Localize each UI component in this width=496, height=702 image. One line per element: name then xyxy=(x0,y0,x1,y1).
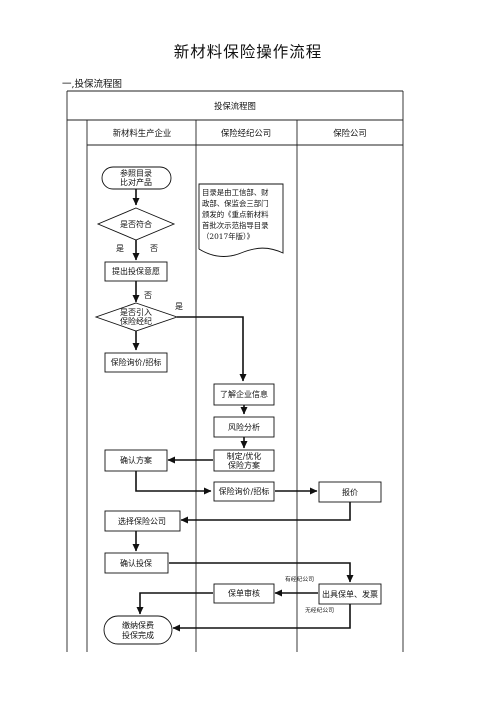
decision-broker: 是否引入 保险经纪 xyxy=(94,302,179,332)
end-node-line1: 缴纳保费 xyxy=(122,620,154,630)
confirm-plan-label: 确认方案 xyxy=(120,455,152,465)
arrow-issue-to-pay-direct xyxy=(172,604,351,632)
risk-analysis-label: 风险分析 xyxy=(228,422,260,432)
label-yes-2: 是 xyxy=(175,302,183,311)
arrow-quote-to-choose xyxy=(180,502,351,524)
label-yes-1: 是 xyxy=(116,244,124,253)
lane-header-broker: 保险经纪公司 xyxy=(221,128,271,138)
submit-intent-node: 提出投保意愿 xyxy=(104,261,168,282)
start-node-line2: 比对产品 xyxy=(120,177,152,187)
table-title: 投保流程图 xyxy=(214,101,256,111)
arrow-review-to-pay xyxy=(136,592,213,615)
end-node-line2: 投保完成 xyxy=(122,630,154,640)
note-line1: 目录是由工信部、财 xyxy=(202,188,269,197)
note-line4: 首批次示范指导目录 xyxy=(202,221,269,230)
quote-label: 报价 xyxy=(342,487,358,497)
broker-inquiry-node: 保险询价/招标 xyxy=(213,481,275,502)
arrow-confirm-to-broker-inquiry xyxy=(135,471,212,495)
policy-review-node: 保单审核 xyxy=(213,583,275,604)
make-plan-line1: 制定/优化 xyxy=(227,451,262,461)
understand-info-node: 了解企业信息 xyxy=(213,383,275,406)
quote-node: 报价 xyxy=(318,481,382,503)
end-node: 缴纳保费 投保完成 xyxy=(103,615,173,645)
make-plan-node: 制定/优化 保险方案 xyxy=(213,449,275,472)
connectors xyxy=(132,189,354,632)
confirm-insure-label: 确认投保 xyxy=(120,558,152,568)
confirm-plan-node: 确认方案 xyxy=(104,449,168,472)
note-line2: 政部、保监会三部门 xyxy=(202,199,269,208)
decision-match-label: 是否符合 xyxy=(120,219,152,229)
submit-intent-label: 提出投保意愿 xyxy=(112,266,160,276)
arrow-confirm-insure-to-issue xyxy=(169,562,354,583)
enterprise-inquiry-node: 保险询价/招标 xyxy=(104,352,168,373)
broker-inquiry-label: 保险询价/招标 xyxy=(219,486,270,496)
decision-broker-line2: 保险经纪 xyxy=(120,316,152,326)
note-line5: （2017年版）》 xyxy=(202,232,254,241)
policy-review-label: 保单审核 xyxy=(228,588,260,598)
label-no-2: 否 xyxy=(144,291,152,300)
issue-policy-node: 出具保单、发票 xyxy=(318,583,382,605)
decision-match: 是否符合 xyxy=(96,207,176,241)
lane-header-insurer: 保险公司 xyxy=(333,128,367,138)
label-no-1: 否 xyxy=(150,244,158,253)
lane-header-enterprise: 新材料生产企业 xyxy=(113,128,172,138)
catalog-note: 目录是由工信部、财 政部、保监会三部门 颁发的《重点新材料 首批次示范指导目录 … xyxy=(198,183,284,257)
confirm-insure-node: 确认投保 xyxy=(104,552,169,574)
label-with-broker: 有经纪公司 xyxy=(285,575,314,583)
issue-policy-label: 出具保单、发票 xyxy=(322,589,378,599)
start-node: 参照目录 比对产品 xyxy=(101,166,172,190)
choose-company-node: 选择保险公司 xyxy=(104,510,181,532)
document-title: 新材料保险操作流程 xyxy=(173,43,323,61)
decision-broker-line1: 是否引入 xyxy=(120,308,152,317)
enterprise-inquiry-label: 保险询价/招标 xyxy=(111,357,162,367)
label-without-broker: 无经纪公司 xyxy=(305,606,334,614)
note-line3: 颁发的《重点新材料 xyxy=(202,210,269,219)
arrow-decision-to-broker xyxy=(177,316,247,382)
choose-company-label: 选择保险公司 xyxy=(118,516,166,526)
make-plan-line2: 保险方案 xyxy=(228,460,260,470)
section-heading: 一,投保流程图 xyxy=(62,79,123,90)
start-node-line1: 参照目录 xyxy=(120,168,152,178)
risk-analysis-node: 风险分析 xyxy=(213,416,275,438)
understand-info-label: 了解企业信息 xyxy=(220,389,268,399)
